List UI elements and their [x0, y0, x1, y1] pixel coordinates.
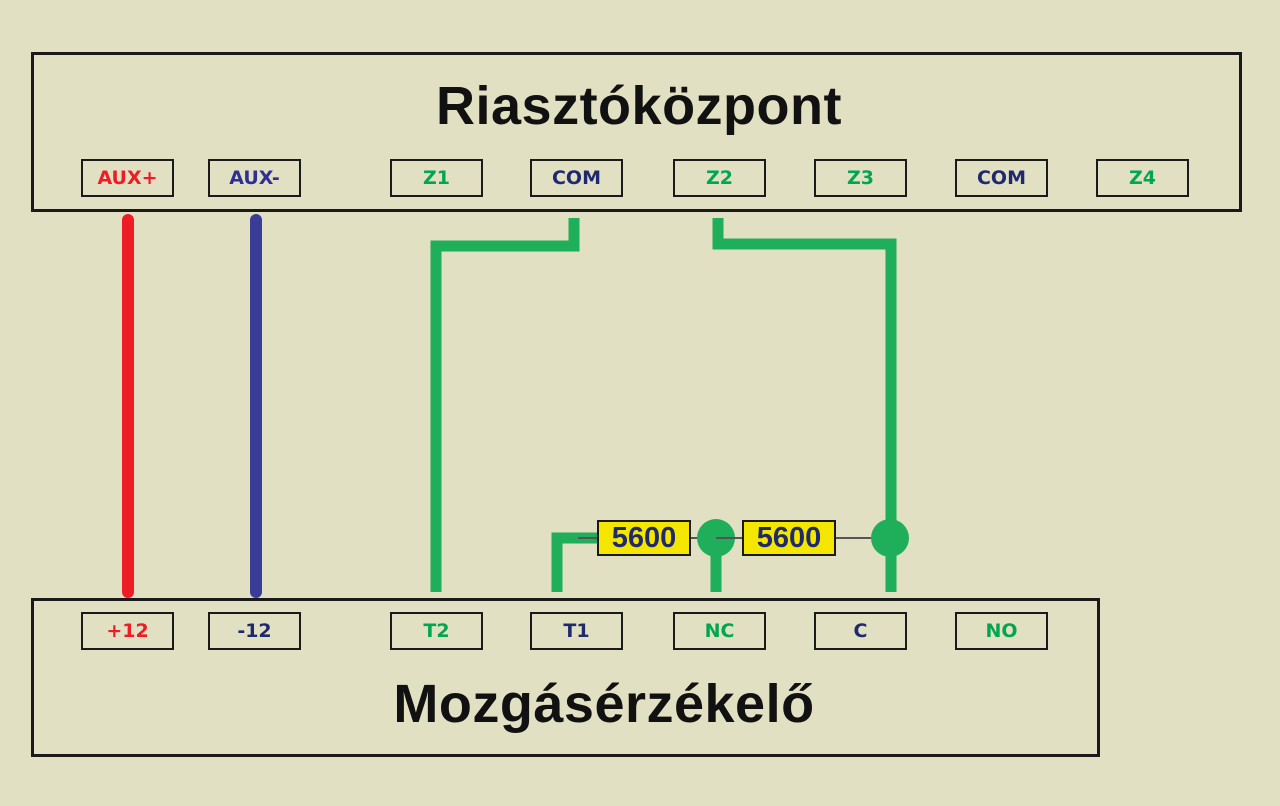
resistor-2: 5600	[742, 520, 836, 556]
control-panel-box: Riasztóközpont	[31, 52, 1242, 212]
terminal-label: AUX+	[97, 167, 158, 189]
resistor-1: 5600	[597, 520, 691, 556]
terminal-minus12: -12	[208, 612, 301, 650]
terminal-label: T2	[423, 620, 450, 642]
terminal-label: COM	[551, 167, 601, 189]
terminal-label: C	[853, 620, 868, 642]
resistor-value: 5600	[611, 521, 677, 554]
terminal-label: Z3	[847, 167, 874, 189]
terminal-label: AUX-	[229, 167, 280, 189]
terminal-label: COM	[976, 167, 1026, 189]
wire-t1-to-resistor-1	[551, 532, 598, 592]
motion-sensor-title: Mozgásérzékelő	[393, 674, 815, 734]
terminal-c: C	[814, 612, 907, 650]
terminal-com-2: COM	[955, 159, 1048, 197]
terminal-label: NC	[704, 620, 735, 642]
control-panel-title: Riasztóközpont	[436, 76, 842, 136]
terminal-no: NO	[955, 612, 1048, 650]
junction-c	[871, 519, 909, 557]
resistor-value: 5600	[756, 521, 822, 554]
terminal-label: Z4	[1129, 167, 1156, 189]
terminal-z1: Z1	[390, 159, 483, 197]
terminal-t2: T2	[390, 612, 483, 650]
terminal-nc: NC	[673, 612, 766, 650]
terminal-t1: T1	[530, 612, 623, 650]
motion-sensor-box: Mozgásérzékelő	[31, 598, 1100, 757]
terminal-z3: Z3	[814, 159, 907, 197]
terminal-z4: Z4	[1096, 159, 1189, 197]
terminal-label: NO	[985, 620, 1018, 642]
terminal-label: Z2	[706, 167, 733, 189]
terminal-z2: Z2	[673, 159, 766, 197]
terminal-aux-plus: AUX+	[81, 159, 174, 197]
wire-com-to-t2	[430, 218, 580, 592]
terminal-label: +12	[106, 620, 149, 642]
terminal-com-1: COM	[530, 159, 623, 197]
terminal-plus12: +12	[81, 612, 174, 650]
terminal-aux-minus: AUX-	[208, 159, 301, 197]
terminal-label: T1	[563, 620, 590, 642]
terminal-label: Z1	[423, 167, 450, 189]
terminal-label: -12	[237, 620, 272, 642]
junction-nc	[697, 519, 735, 557]
